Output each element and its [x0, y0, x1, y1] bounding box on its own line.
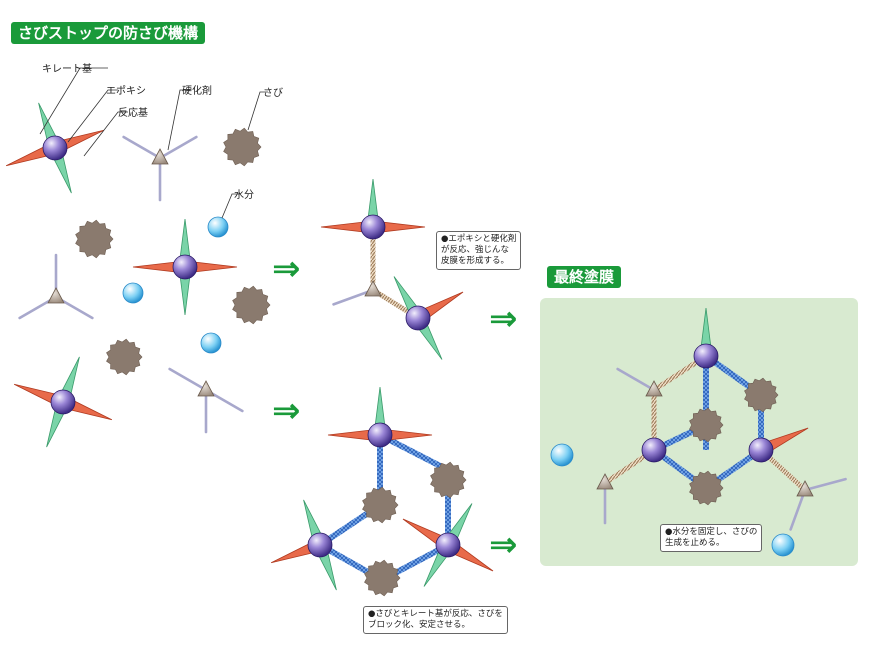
- label-chelate-group: キレート基: [42, 64, 92, 75]
- note-line: ●さびとキレート基が反応、さびを: [368, 609, 503, 619]
- rust-particle: [106, 338, 143, 376]
- hardener-molecule: [151, 148, 169, 165]
- rust-particle: [364, 559, 401, 597]
- leader-epoxy: [67, 89, 118, 143]
- hardener-arm: [158, 135, 198, 160]
- label-rust: さび: [263, 88, 283, 99]
- arrow-to-block: ⇒: [272, 391, 301, 431]
- water-molecule: [550, 443, 574, 467]
- chelate-molecule: [307, 532, 333, 558]
- leader-reactive: [83, 111, 128, 157]
- hardener-arm: [122, 135, 162, 160]
- rust-particle: [744, 377, 779, 413]
- arrow-block-to-final: ⇒: [489, 525, 518, 565]
- hardener-arm: [803, 477, 847, 492]
- water-molecule: [200, 332, 222, 354]
- arrow-to-film: ⇒: [272, 249, 301, 289]
- chelate-molecule: [42, 135, 68, 161]
- label-water: 水分: [234, 190, 254, 201]
- water-molecule: [771, 533, 795, 557]
- page-title: さびストップの防さび機構: [11, 22, 206, 44]
- rust-particle: [232, 285, 271, 325]
- hardener-molecule: [596, 473, 614, 490]
- rust-particle: [689, 407, 724, 443]
- note-line: が反応、強じんな: [441, 245, 510, 255]
- rust-particle: [689, 470, 724, 506]
- note-line: ●エポキシと硬化剤: [441, 234, 517, 244]
- rust-particle: [430, 461, 467, 499]
- note-line: 生成を止める。: [665, 538, 725, 548]
- hardener-molecule: [796, 480, 814, 497]
- hardener-molecule: [364, 280, 382, 297]
- chelate-molecule: [405, 305, 431, 331]
- label-reactive-group: 反応基: [118, 108, 148, 119]
- chelate-molecule: [360, 214, 386, 240]
- leader-water: [221, 193, 240, 219]
- leader-chelate: [39, 67, 108, 135]
- chelate-molecule: [748, 437, 774, 463]
- note-film-formation: ●エポキシと硬化剤 が反応、強じんな 皮膜を形成する。: [436, 231, 522, 270]
- rust-particle: [75, 219, 114, 259]
- chelate-molecule: [435, 532, 461, 558]
- note-line: ●水分を固定し、さびの: [665, 527, 758, 537]
- leader-hardener: [167, 89, 190, 151]
- note-rust-blocking: ●さびとキレート基が反応、さびを ブロック化、安定させる。: [363, 606, 508, 634]
- note-water-fixing: ●水分を固定し、さびの 生成を止める。: [660, 524, 763, 552]
- label-epoxy: エポキシ: [106, 86, 146, 97]
- hardener-arm: [789, 488, 807, 531]
- arrow-film-to-final: ⇒: [489, 299, 518, 339]
- label-hardener: 硬化剤: [182, 86, 212, 97]
- hardener-arm: [168, 367, 208, 392]
- note-line: ブロック化、安定させる。: [368, 620, 471, 630]
- water-molecule: [122, 282, 144, 304]
- hardener-molecule: [197, 380, 215, 397]
- chelate-rust-link: [378, 432, 450, 473]
- hardener-arm: [332, 288, 375, 306]
- chelate-molecule: [693, 343, 719, 369]
- water-molecule: [207, 216, 229, 238]
- hardener-molecule: [47, 287, 65, 304]
- rust-particle: [223, 127, 262, 167]
- chelate-molecule: [50, 389, 76, 415]
- note-line: 皮膜を形成する。: [441, 256, 510, 266]
- final-film-title: 最終塗膜: [547, 266, 622, 288]
- hardener-molecule: [645, 380, 663, 397]
- chelate-molecule: [641, 437, 667, 463]
- chelate-molecule: [172, 254, 198, 280]
- hardener-arm: [616, 367, 656, 392]
- chelate-molecule: [367, 422, 393, 448]
- rust-particle: [362, 486, 399, 524]
- leader-rust: [247, 91, 268, 131]
